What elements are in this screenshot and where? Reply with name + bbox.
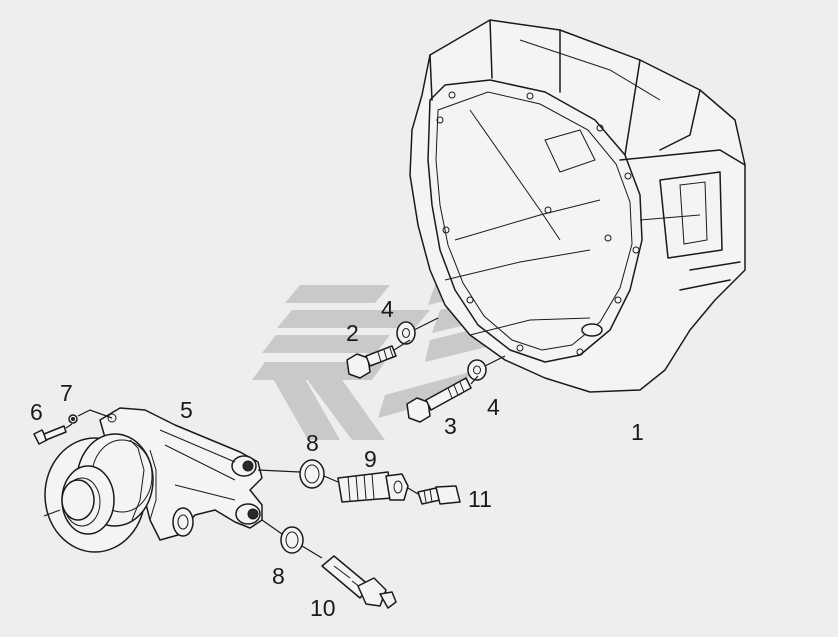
callout-11: 11: [468, 486, 492, 512]
callout-2: 2: [346, 320, 359, 346]
washer-part-4-upper: [396, 321, 416, 345]
callout-4-lower: 4: [487, 394, 500, 420]
seal-washer-part-8-upper: [299, 459, 325, 489]
bolt-part-2: [346, 345, 397, 379]
seal-washer-part-8-lower: [280, 526, 304, 554]
washer-part-4-lower: [467, 359, 487, 381]
screw-part-6: [33, 425, 67, 445]
bell-housing-part-1: [409, 19, 746, 393]
callout-5: 5: [180, 397, 193, 423]
callout-8-upper: 8: [306, 430, 319, 456]
callout-6: 6: [30, 399, 43, 425]
callout-10: 10: [310, 595, 336, 621]
banjo-bolt-part-9: [337, 471, 409, 503]
callout-7: 7: [60, 380, 73, 406]
callout-labels: 1 2 3 4 4 5 6 7 8 8 9 10 11: [30, 296, 644, 621]
slave-cylinder-part-5: [44, 407, 263, 553]
callout-8-lower: 8: [272, 563, 285, 589]
bolt-part-3: [406, 377, 472, 423]
callout-1: 1: [631, 419, 644, 445]
bleeder-screw-part-11: [417, 485, 461, 505]
clip-part-7: [68, 414, 78, 424]
callout-4-upper: 4: [381, 296, 394, 322]
callout-3: 3: [444, 413, 457, 439]
callout-9: 9: [364, 446, 377, 472]
leader-lines: [43, 317, 506, 559]
fitting-part-10: [321, 555, 397, 609]
